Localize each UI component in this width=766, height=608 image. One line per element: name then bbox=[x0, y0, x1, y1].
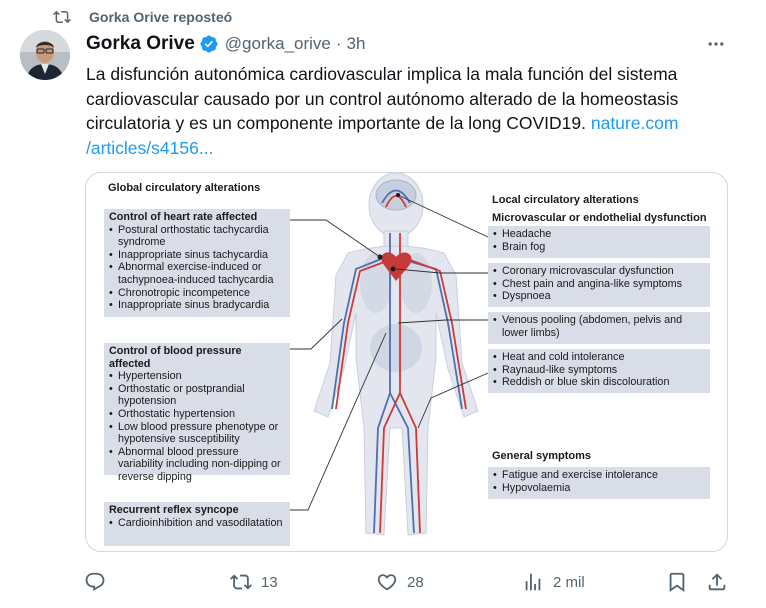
separator-dot: · bbox=[335, 34, 342, 53]
local-group-box: Headache Brain fog bbox=[488, 226, 710, 258]
views-button[interactable]: 2 mil bbox=[522, 568, 585, 596]
local-item: Headache bbox=[493, 228, 705, 241]
blood-pressure-box: Control of blood pressure affected Hyper… bbox=[104, 343, 290, 483]
action-bar: 13 28 2 mil bbox=[84, 568, 730, 596]
tweet-header: Gorka Orive @gorka_orive · 3h bbox=[86, 32, 365, 56]
local-group-box: Coronary microvascular dysfunction Chest… bbox=[488, 263, 710, 307]
tweet-link-domain: nature.com bbox=[590, 113, 679, 133]
blood-pressure-item: Hypertension bbox=[109, 370, 285, 383]
like-button[interactable]: 28 bbox=[376, 568, 424, 596]
local-item: Coronary microvascular dysfunction bbox=[493, 265, 705, 278]
heart-rate-item: Postural orthostatic tachycardia syndrom… bbox=[109, 224, 285, 249]
microvascular-title: Microvascular or endothelial dysfunction bbox=[492, 212, 707, 224]
tweet-timestamp[interactable]: 3h bbox=[346, 34, 366, 53]
blood-pressure-item: Orthostatic hypertension bbox=[109, 408, 285, 421]
verified-badge-icon[interactable] bbox=[199, 34, 219, 54]
local-item: Venous pooling (abdomen, pelvis and lowe… bbox=[493, 314, 705, 339]
local-alterations-title: Local circulatory alterations bbox=[492, 194, 639, 206]
local-item: Brain fog bbox=[493, 241, 705, 254]
reply-icon bbox=[85, 572, 105, 591]
author-name[interactable]: Gorka Orive bbox=[86, 33, 195, 54]
heart-rate-item: Chronotropic incompetence bbox=[109, 287, 285, 300]
local-group-box: Heat and cold intolerance Raynaud-like s… bbox=[488, 349, 710, 393]
avatar[interactable] bbox=[20, 30, 70, 80]
reply-button[interactable] bbox=[84, 568, 106, 596]
global-alterations-title: Global circulatory alterations bbox=[108, 182, 261, 194]
repost-label: Gorka Orive reposteó bbox=[89, 9, 233, 25]
tweet-link[interactable]: nature.com/articles/s4156... bbox=[86, 113, 678, 158]
heart-rate-title: Control of heart rate affected bbox=[109, 211, 258, 223]
heart-icon bbox=[377, 574, 397, 591]
general-symptoms-box: Fatigue and exercise intolerance Hypovol… bbox=[488, 467, 710, 499]
heart-rate-item: Abnormal exercise-induced or tachypnoea-… bbox=[109, 261, 285, 286]
views-count: 2 mil bbox=[553, 573, 585, 591]
heart-rate-item: Inappropriate sinus bradycardia bbox=[109, 299, 285, 312]
blood-pressure-item: Abnormal blood pressure variability incl… bbox=[109, 446, 285, 484]
like-count: 28 bbox=[407, 573, 424, 591]
blood-pressure-title: Control of blood pressure affected bbox=[109, 345, 242, 370]
tweet-link-path: /articles/s4156... bbox=[86, 137, 214, 158]
general-item: Hypovolaemia bbox=[493, 482, 705, 495]
views-icon bbox=[525, 573, 541, 591]
local-item: Heat and cold intolerance bbox=[493, 351, 705, 364]
heart-rate-box: Control of heart rate affected Postural … bbox=[104, 209, 290, 317]
blood-pressure-item: Low blood pressure phenotype or hypotens… bbox=[109, 421, 285, 446]
syncope-item: Cardioinhibition and vasodilatation bbox=[109, 517, 285, 530]
bookmark-button[interactable] bbox=[666, 568, 688, 596]
repost-button[interactable]: 13 bbox=[230, 568, 278, 596]
share-button[interactable] bbox=[706, 568, 728, 596]
syncope-title: Recurrent reflex syncope bbox=[109, 504, 239, 516]
share-icon bbox=[708, 573, 726, 591]
author-handle[interactable]: @gorka_orive bbox=[224, 34, 331, 53]
local-item: Dyspnoea bbox=[493, 290, 705, 303]
local-item: Raynaud-like symptoms bbox=[493, 364, 705, 377]
heart-rate-item: Inappropriate sinus tachycardia bbox=[109, 249, 285, 262]
local-item: Reddish or blue skin discolouration bbox=[493, 376, 705, 389]
body-illustration bbox=[290, 173, 489, 536]
repost-count: 13 bbox=[261, 573, 278, 591]
blood-pressure-item: Orthostatic or postprandial hypotension bbox=[109, 383, 285, 408]
general-item: Fatigue and exercise intolerance bbox=[493, 469, 705, 482]
local-item: Chest pain and angina-like symptoms bbox=[493, 278, 705, 291]
tweet-image[interactable]: Global circulatory alterations Control o… bbox=[85, 172, 728, 552]
tweet-body: La disfunción autonómica cardiovascular … bbox=[86, 64, 679, 133]
more-options-icon[interactable] bbox=[705, 33, 727, 55]
syncope-box: Recurrent reflex syncope Cardioinhibitio… bbox=[104, 502, 290, 546]
avatar-portrait bbox=[20, 30, 70, 80]
general-symptoms-title: General symptoms bbox=[492, 450, 592, 462]
bookmark-icon bbox=[669, 572, 685, 593]
tweet-text: La disfunción autonómica cardiovascular … bbox=[86, 62, 726, 160]
repost-icon bbox=[53, 10, 71, 24]
repost-icon bbox=[230, 574, 252, 590]
local-group-box: Venous pooling (abdomen, pelvis and lowe… bbox=[488, 312, 710, 344]
